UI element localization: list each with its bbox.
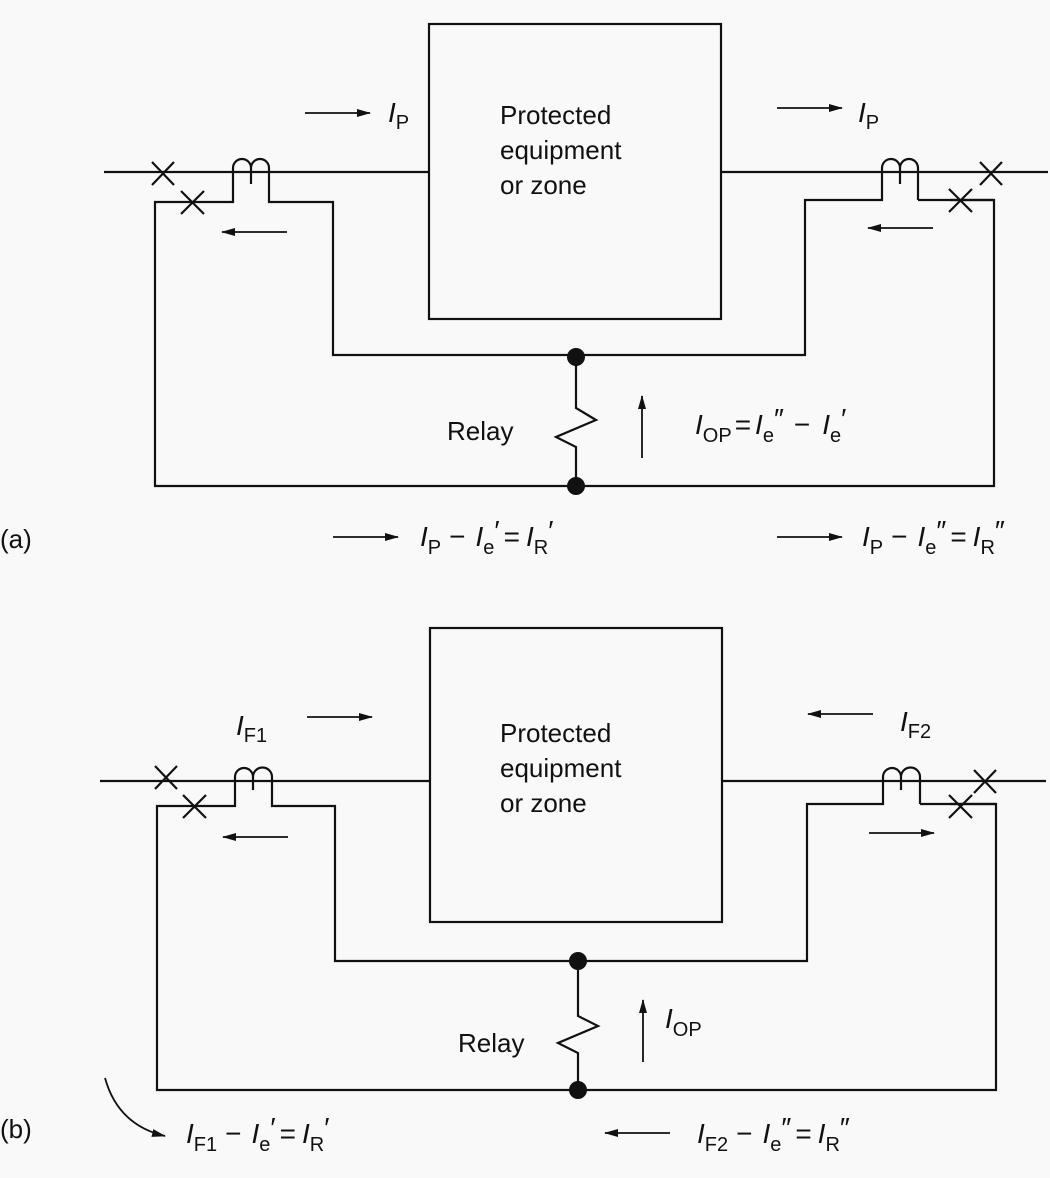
left-outer-secondary-wire [153,172,996,488]
panel-label-b: (b) [0,1114,32,1144]
box-label-line3: or zone [500,170,587,200]
relay-label: Relay [447,416,513,446]
protected-zone-box [427,22,723,321]
left-ct-coil-icon [233,766,274,790]
panel-a: Protected equipment or zone [0,22,1048,559]
left-secondary-equation: IP−Ie′=IR′ [420,515,553,559]
right-breaker-secondary-icon [948,188,973,213]
operating-current-equation: IOP=Ie″−Ie′ [695,403,846,447]
right-breaker-primary-icon [979,161,1003,186]
left-secondary-equation: IF1−Ie′=IR′ [186,1112,329,1156]
relay-label: Relay [458,1028,524,1058]
primary-current-label-left: IP [388,97,409,134]
left-ct-coil-icon [231,157,271,184]
primary-current-label-right: IP [858,97,879,134]
left-equation-curved-arrow [104,1077,166,1137]
protected-zone-box [428,626,724,924]
box-label-line3: or zone [500,788,587,818]
left-outer-secondary-wire [155,781,998,1092]
right-secondary-equation: IP−Ie″=IR″ [862,515,1005,559]
relay-resistor-icon [555,961,601,1090]
box-label-line1: Protected [500,718,611,748]
box-label-line2: equipment [500,135,622,165]
panel-b: Protected equipment or zone Relay [0,626,1046,1156]
relay-resistor-icon [553,357,599,486]
left-breaker-primary-icon [154,765,178,790]
right-ct-coil-icon [881,766,922,790]
box-label-line2: equipment [500,753,622,783]
operating-current-label: IOP [665,1003,702,1041]
fault-current-label-right: IF2 [900,706,931,743]
right-ct-coil-icon [880,157,920,184]
right-breaker-secondary-icon [948,794,973,819]
left-breaker-primary-icon [151,161,175,186]
right-breaker-primary-icon [973,769,997,794]
fault-current-label-left: IF1 [236,710,267,747]
panel-label-a: (a) [0,524,32,554]
right-secondary-equation: IF2−Ie″=IR″ [697,1112,850,1156]
box-label-line1: Protected [500,100,611,130]
